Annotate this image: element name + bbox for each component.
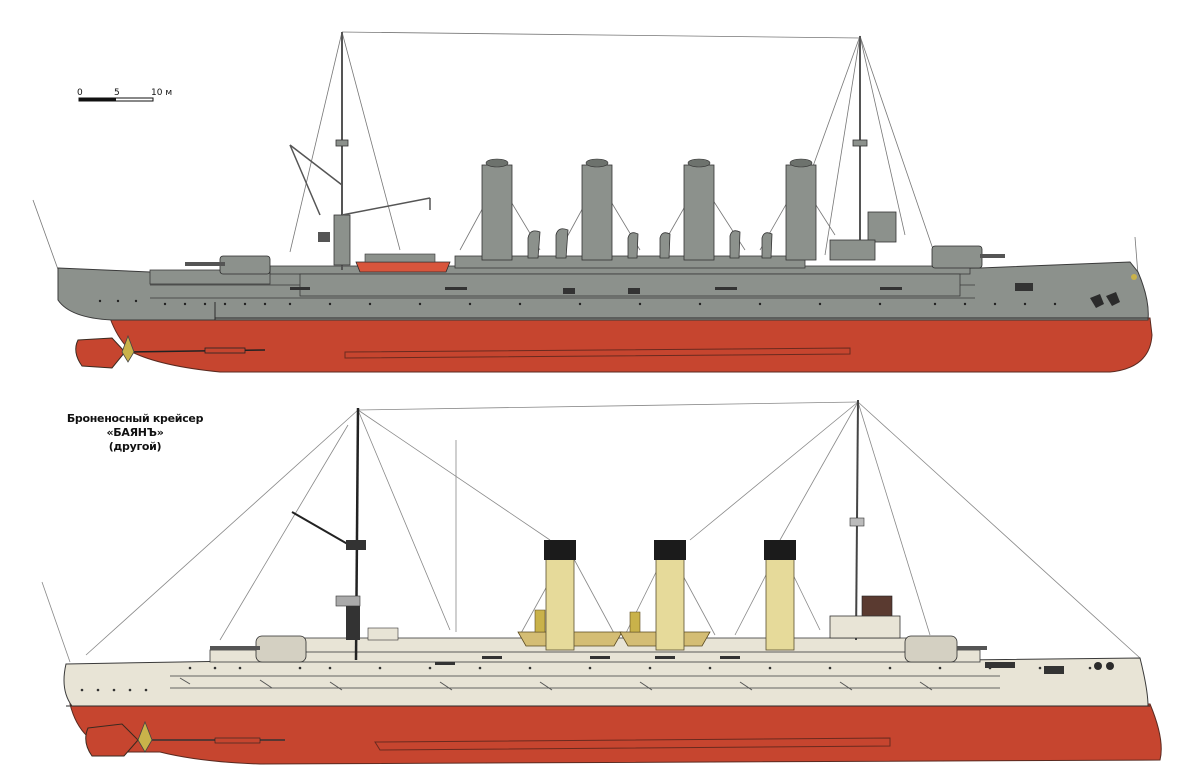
- bottom-fore-turret: [210, 635, 307, 663]
- ship-profile-top: [32, 31, 1153, 373]
- top-boat-crane: [289, 144, 431, 216]
- bottom-portholes: [80, 666, 1092, 692]
- bottom-armour-lines: [179, 677, 933, 691]
- top-rudder: [75, 337, 126, 369]
- bottom-rudder: [85, 723, 139, 757]
- scale-bar-graphic: [78, 97, 154, 102]
- ship-profile-bottom: [41, 399, 1162, 765]
- bottom-aft-turret: [904, 635, 987, 663]
- scale-tick-0: 0: [77, 88, 83, 98]
- top-casemate-guns: [290, 283, 1033, 294]
- top-aft-turret: [931, 245, 1005, 269]
- ship-caption: Броненосный крейсер «БАЯНЪ» (другой): [40, 412, 230, 454]
- top-underwater-hull: [109, 317, 1153, 373]
- top-funnels: [481, 164, 817, 261]
- top-fore-turret: [185, 255, 271, 275]
- bottom-foremast: [291, 407, 399, 661]
- top-bow-emblem: [1131, 274, 1137, 280]
- caption-title: Броненосный крейсер «БАЯНЪ»: [66, 412, 204, 439]
- bottom-rigging: [41, 401, 1141, 663]
- bottom-funnel-caps: [544, 540, 796, 560]
- top-foremast: [318, 32, 351, 270]
- bottom-funnels: [545, 557, 795, 651]
- scale-tick-5: 5: [114, 88, 120, 98]
- caption-subtitle: (другой): [108, 440, 162, 453]
- bottom-underwater-hull: [69, 703, 1162, 765]
- scale-tick-10: 10 м: [151, 88, 173, 98]
- top-mainmast: [829, 36, 897, 261]
- bottom-mainmast: [829, 399, 901, 641]
- bottom-propeller: [137, 720, 153, 753]
- bottom-anchors: [1094, 662, 1114, 670]
- top-boat: [355, 261, 451, 273]
- top-portholes: [98, 299, 1057, 306]
- bottom-casemate-guns: [435, 656, 1064, 674]
- top-anchors: [1090, 292, 1120, 308]
- top-propeller: [121, 334, 135, 363]
- top-ventilators: [527, 228, 773, 259]
- bottom-hull: [63, 657, 1149, 707]
